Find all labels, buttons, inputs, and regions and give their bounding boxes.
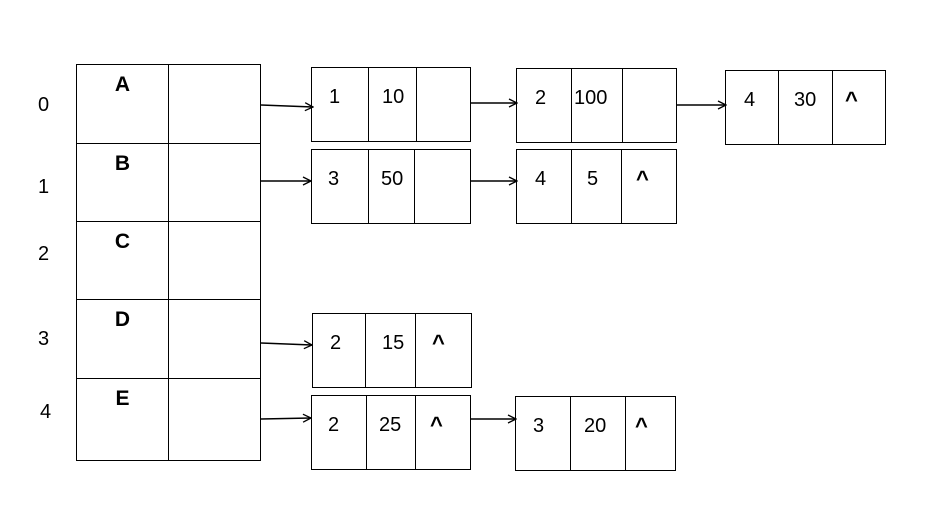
head-node-2: C	[77, 222, 260, 300]
node-value: 100	[574, 87, 608, 109]
head-node-label: B	[114, 152, 131, 175]
node-value: 2	[535, 87, 547, 109]
pointer-arrow	[260, 343, 312, 345]
node-cell: 100	[571, 69, 622, 142]
row-index-2: 2	[38, 243, 50, 265]
node-value: 4	[535, 168, 547, 190]
node-cell: 4	[517, 150, 571, 223]
node-value: 4	[744, 89, 756, 111]
node-cell: 50	[368, 150, 414, 223]
row-index-0: 0	[38, 94, 50, 116]
node-cell: ^	[415, 314, 471, 387]
node-value: 1	[329, 86, 341, 108]
null-pointer-marker: ^	[430, 412, 443, 437]
head-node-label: A	[114, 73, 131, 96]
node-value: 30	[794, 89, 817, 111]
null-pointer-marker: ^	[636, 166, 649, 191]
head-node-divider	[168, 379, 169, 460]
head-node-divider	[168, 300, 169, 378]
node-cell	[414, 150, 470, 223]
pointer-arrow	[260, 105, 313, 107]
head-node-3: D	[77, 300, 260, 379]
null-pointer-marker: ^	[635, 413, 648, 438]
node-cell: 10	[368, 68, 416, 141]
node-cell	[622, 69, 676, 142]
node-cell: ^	[621, 150, 676, 223]
row-index-3: 3	[38, 328, 50, 350]
head-node-divider	[168, 144, 169, 221]
list-node: 2 25 ^	[311, 395, 471, 470]
list-node: 3 50	[311, 149, 471, 224]
node-cell: ^	[415, 396, 470, 469]
node-cell: 30	[778, 71, 832, 144]
node-value: 3	[328, 168, 340, 190]
row-index-1: 1	[38, 176, 50, 198]
node-cell: 20	[570, 397, 625, 470]
head-node-0: A	[77, 65, 260, 144]
head-node-divider	[168, 65, 169, 143]
node-value: 15	[382, 332, 405, 354]
null-pointer-marker: ^	[432, 330, 445, 355]
node-cell: 3	[312, 150, 368, 223]
list-node: 2 15 ^	[312, 313, 472, 388]
node-cell: 2	[313, 314, 365, 387]
null-pointer-marker: ^	[845, 87, 858, 112]
head-node-1: B	[77, 144, 260, 222]
node-value: 25	[379, 414, 402, 436]
node-cell: 2	[312, 396, 366, 469]
pointer-arrow	[260, 418, 311, 419]
node-value: 3	[533, 415, 545, 437]
node-value: 20	[584, 415, 607, 437]
node-value: 5	[587, 168, 599, 190]
node-cell: 4	[726, 71, 778, 144]
node-cell: ^	[832, 71, 885, 144]
node-value: 10	[382, 86, 405, 108]
head-node-label: D	[114, 308, 131, 331]
node-cell: 5	[571, 150, 621, 223]
node-cell	[416, 68, 470, 141]
head-node-divider	[168, 222, 169, 299]
node-value: 50	[381, 168, 404, 190]
head-node-table: A B C D E	[76, 64, 261, 461]
list-node: 4 5 ^	[516, 149, 677, 224]
node-cell: ^	[625, 397, 675, 470]
node-value: 2	[328, 414, 340, 436]
head-node-label: C	[114, 230, 131, 253]
node-value: 2	[330, 332, 342, 354]
node-cell: 1	[312, 68, 368, 141]
node-cell: 3	[516, 397, 570, 470]
node-cell: 25	[366, 396, 415, 469]
head-node-label: E	[115, 387, 130, 410]
row-index-4: 4	[40, 401, 52, 423]
head-node-4: E	[77, 379, 260, 460]
list-node: 3 20 ^	[515, 396, 676, 471]
node-cell: 2	[517, 69, 571, 142]
node-cell: 15	[365, 314, 415, 387]
list-node: 4 30 ^	[725, 70, 886, 145]
